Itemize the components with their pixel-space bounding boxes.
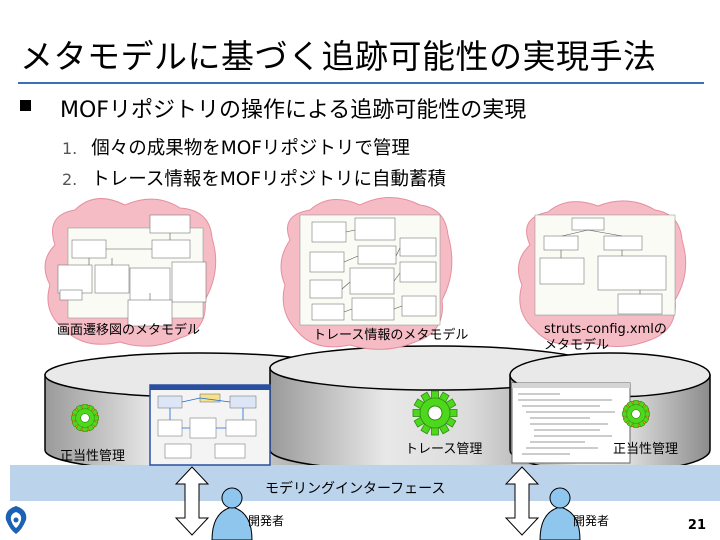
title-divider — [18, 82, 704, 84]
double-arrow-icon — [174, 466, 210, 536]
drum-label-validity-right: 正当性管理 — [613, 442, 679, 457]
list-item: 1. 個々の成果物をMOFリポジトリで管理 — [62, 134, 410, 160]
developer-icon — [539, 487, 581, 540]
cloud-label-trace: トレース情報のメタモデル — [313, 328, 469, 343]
developer-label-left: 開発者 — [248, 514, 285, 528]
drum-label-trace: トレース管理 — [405, 442, 483, 457]
developer-icon — [211, 487, 253, 540]
double-arrow-icon — [504, 466, 540, 536]
page-number: 21 — [687, 518, 706, 533]
modeling-interface-label: モデリングインターフェース — [265, 481, 446, 497]
developer-label-right: 開発者 — [573, 514, 610, 528]
modeling-tool-screenshot — [149, 384, 271, 466]
xml-code-window — [511, 382, 631, 464]
main-bullet: MOFリポジトリの操作による追跡可能性の実現 — [60, 98, 527, 123]
list-text: トレース情報をMOFリポジトリに自動蓄積 — [91, 169, 447, 190]
metamodel-cloud-right — [517, 200, 687, 348]
metamodel-cloud-left — [44, 198, 217, 347]
bullet-square-icon — [20, 100, 31, 111]
cloud-label-screen-transition: 画面遷移図のメタモデル — [57, 323, 201, 338]
page-title: メタモデルに基づく追跡可能性の実現手法 — [20, 37, 657, 76]
modeling-interface-band — [10, 465, 720, 501]
metamodel-cloud-center — [280, 197, 453, 350]
drum-label-validity-left: 正当性管理 — [60, 449, 126, 464]
cloud-label-struts-line2: メタモデル — [544, 338, 610, 353]
list-text: 個々の成果物をMOFリポジトリで管理 — [91, 138, 410, 159]
list-number: 1. — [62, 139, 78, 158]
list-item: 2. トレース情報をMOFリポジトリに自動蓄積 — [62, 165, 446, 191]
list-number: 2. — [62, 170, 78, 189]
university-logo-icon — [5, 506, 27, 534]
cloud-label-struts-line1: struts-config.xmlの — [544, 322, 667, 337]
